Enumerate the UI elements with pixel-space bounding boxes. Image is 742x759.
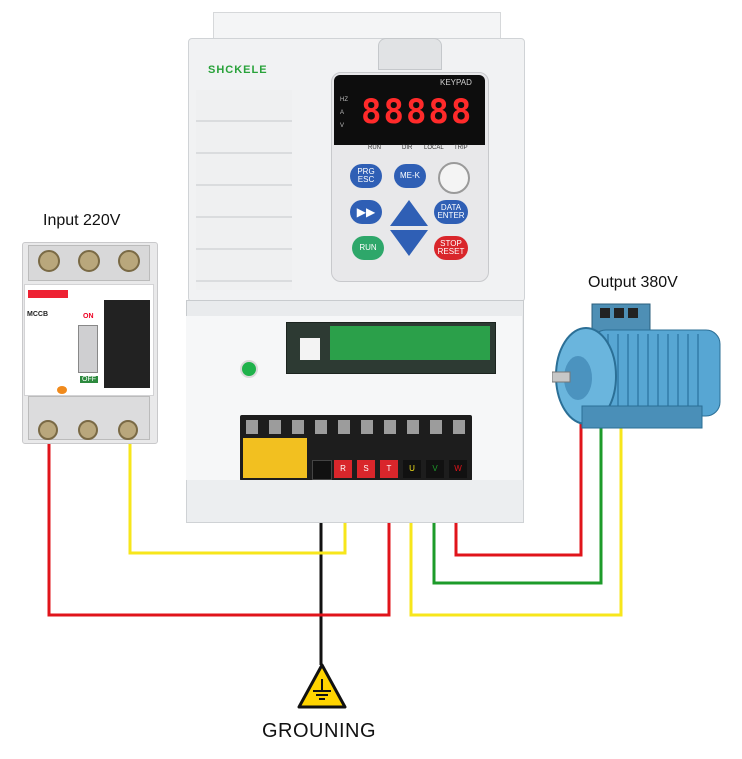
breaker-on-label: ON (83, 313, 94, 320)
breaker-toggle[interactable] (78, 325, 98, 373)
terminal-label-w: W (454, 464, 462, 473)
keypad-title: KEYPAD (440, 78, 472, 87)
input-wire-red (47, 430, 391, 617)
grounding-label: GROUNING (262, 720, 376, 742)
led-label-dir: DIR (402, 145, 413, 151)
terminal-t (380, 460, 398, 478)
electric-motor (552, 303, 721, 429)
terminal-screw (38, 250, 60, 272)
output-voltage-label: Output 380V (588, 274, 678, 291)
terminal-screw (118, 420, 138, 440)
terminal-s (357, 460, 375, 478)
terminal-label-v: V (432, 464, 438, 473)
terminal-screw (118, 250, 140, 272)
breaker-panel (104, 300, 150, 388)
ground-terminal (312, 460, 332, 480)
terminal-screws (246, 420, 468, 434)
led-display (334, 75, 485, 145)
prg-esc-button[interactable]: PRG ESC (350, 164, 382, 188)
output-wire-green (432, 420, 603, 585)
indicator-a: A (340, 110, 345, 116)
breaker-off-label: OFF (80, 376, 98, 383)
terminal-r (334, 460, 352, 478)
data-enter-button[interactable]: DATA ENTER (434, 200, 468, 224)
display-digits: 88888 (361, 92, 474, 132)
terminal-screw (38, 420, 58, 440)
led-label-trip: TRIP (454, 145, 468, 151)
control-board-jumper (300, 338, 320, 360)
indicator-v: V (340, 123, 345, 129)
led-label-local: LOCAL (424, 145, 444, 151)
me-k-button[interactable]: ME-K (394, 164, 426, 188)
indicator-hz: HZ (340, 97, 348, 103)
down-arrow-button[interactable] (390, 230, 428, 256)
breaker-brand-plate (28, 290, 68, 298)
potentiometer-knob[interactable] (438, 162, 470, 194)
terminal-label-u: U (409, 464, 415, 473)
terminal-v (426, 460, 444, 478)
brand-logo: SHCKELE (208, 64, 268, 76)
terminal-screw (78, 250, 100, 272)
input-terminal-jumpers (243, 438, 307, 478)
shift-button[interactable]: ▶▶ (350, 200, 382, 224)
breaker-title: MCCB (27, 311, 48, 318)
input-voltage-label: Input 220V (43, 212, 121, 229)
terminal-u (403, 460, 421, 478)
terminal-label-r: R (340, 464, 346, 473)
terminal-label-s: S (363, 464, 369, 473)
led-label-run: RUN (368, 145, 381, 151)
terminal-label-t: T (386, 464, 392, 473)
breaker-indicator (57, 386, 67, 394)
stop-reset-button[interactable]: STOP RESET (434, 236, 468, 260)
output-wire-yellow (409, 425, 623, 617)
terminal-screw (78, 420, 98, 440)
ground-warning-icon (297, 663, 347, 709)
run-button[interactable]: RUN (352, 236, 384, 260)
control-terminal-strip (330, 326, 490, 360)
up-arrow-button[interactable] (390, 200, 428, 226)
terminal-w (449, 460, 467, 478)
vfd-base (186, 480, 524, 523)
vfd-vent-panel (196, 90, 292, 290)
status-led (240, 360, 258, 378)
keypad-handle (378, 38, 442, 70)
